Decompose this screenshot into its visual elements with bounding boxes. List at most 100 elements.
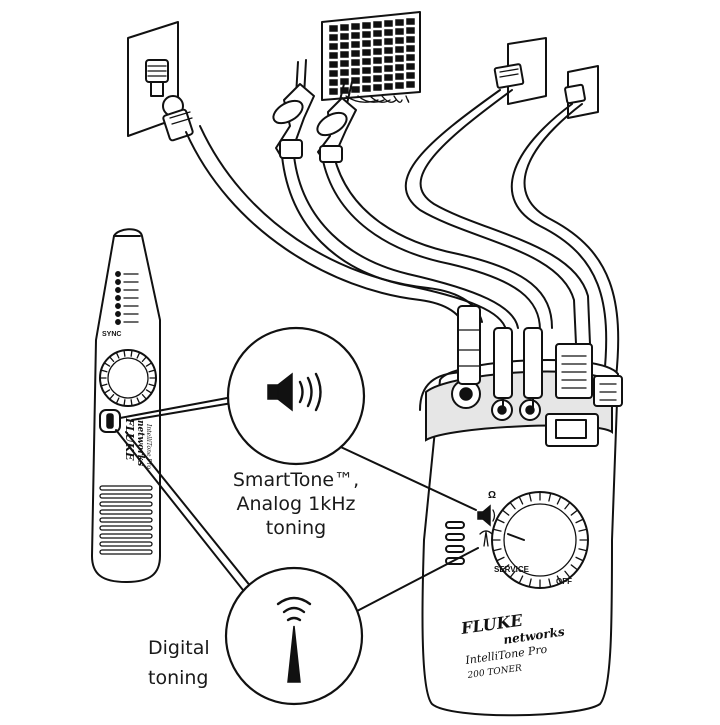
punch-block-cell [406, 72, 415, 79]
punch-block-cell [395, 37, 404, 44]
wheel-tick [145, 362, 152, 367]
toner-vents [445, 521, 465, 565]
punch-block-cell [340, 42, 349, 49]
coax-wall-plate [127, 21, 194, 142]
wheel-tick [123, 399, 126, 406]
dial-tick [556, 497, 562, 505]
probe-led [115, 295, 121, 301]
punch-block-cell [406, 54, 415, 61]
rj11-cable [510, 103, 620, 379]
banana-plug [493, 327, 513, 399]
wall-jack-icon [493, 37, 547, 105]
punch-block-cell [384, 56, 393, 63]
punch-block-cell [340, 87, 349, 94]
punch-block-cell [362, 76, 371, 83]
punch-block-cell [384, 74, 393, 81]
punch-block-icon [321, 11, 421, 103]
probe-brand: FLUKE [123, 417, 136, 461]
digital-callout-line2: toning [148, 667, 209, 689]
dial-tick [575, 556, 583, 562]
probe-model: IntelliTone Pro [145, 423, 152, 469]
probe-led [115, 279, 121, 285]
punch-block-cell [351, 86, 360, 93]
punch-block-cell [395, 64, 404, 71]
punch-block-cell [340, 33, 349, 40]
punch-block-cell [406, 36, 415, 43]
wheel-tick [101, 369, 108, 373]
banana-plug [523, 327, 543, 399]
headphone-label: Ω [488, 490, 496, 501]
punch-block-cell [406, 63, 415, 70]
probe-device: SYNC FLUKE networks IntelliTone Pro [91, 228, 161, 583]
dial-tick [518, 497, 524, 505]
dial-tick [493, 528, 502, 532]
dial-tick [502, 564, 510, 570]
punch-block-cell [395, 28, 404, 35]
punch-block-cell [362, 58, 371, 65]
punch-block-cell [384, 83, 393, 90]
punch-block-cell [406, 45, 415, 52]
service-label: SERVICE [494, 565, 530, 574]
wheel-tick [116, 397, 120, 404]
probe-grip-slot [99, 493, 153, 499]
dial-tick [578, 548, 587, 552]
probe-grip-slot [99, 525, 153, 531]
probe-led [115, 311, 121, 317]
clip-lead-1 [281, 155, 519, 331]
punch-block-cell [329, 88, 338, 95]
punch-block-cell [373, 75, 382, 82]
digital-tone-callout [224, 566, 364, 706]
punch-block-cell [384, 47, 393, 54]
punch-block-cell [329, 52, 338, 59]
punch-block-cell [362, 85, 371, 92]
punch-block-wire [405, 95, 410, 103]
wheel-tick [101, 383, 108, 387]
alligator-clip-icon [272, 59, 315, 159]
punch-block-cell [340, 51, 349, 58]
punch-block-cell [362, 67, 371, 74]
punch-block-cell [351, 23, 360, 30]
toner-mode-dial [491, 491, 589, 589]
toner-device: Ω SERVICE OFF FLUKE networks IntelliTone… [419, 305, 623, 717]
punch-block-cell [395, 82, 404, 89]
punch-block-cell [395, 55, 404, 62]
dial-tick [548, 493, 552, 502]
dial-tick [502, 510, 510, 516]
punch-block-cell [384, 20, 393, 27]
punch-block-wire [393, 95, 403, 103]
rj45-cable [404, 89, 591, 345]
dial-tick [518, 575, 524, 583]
wheel-tick [145, 389, 152, 394]
punch-block-cell [351, 50, 360, 57]
punch-block-wire [381, 95, 397, 103]
alligator-clip-icon [316, 81, 357, 163]
dial-tick [493, 548, 502, 552]
wheel-tick [104, 389, 111, 394]
probe-led [115, 287, 121, 293]
coax-connector-icon [145, 59, 194, 142]
punch-block-cell [329, 70, 338, 77]
wheel-tick [109, 356, 115, 363]
speaker-icon [267, 372, 322, 412]
punch-block-cell [329, 43, 338, 50]
wheel-tick [123, 350, 126, 357]
sync-label: SYNC [102, 331, 121, 338]
punch-block-cell [373, 48, 382, 55]
digital-tone-icon [276, 596, 312, 683]
punch-block-cell [373, 21, 382, 28]
dial-tick [564, 570, 570, 578]
punch-block-cell [406, 27, 415, 34]
punch-block-wire [369, 95, 391, 103]
punch-block-cell [329, 79, 338, 86]
dial-tick [510, 502, 516, 510]
probe-grip-slot [99, 541, 153, 547]
wheel-tick [109, 393, 115, 400]
probe-grip-slot [99, 501, 153, 507]
punch-block-cell [340, 60, 349, 67]
analog-callout-line2: Analog 1kHz [236, 493, 355, 515]
dial-tick [497, 556, 505, 562]
wheel-tick [148, 383, 155, 387]
rj11-plug-icon [593, 375, 623, 407]
punch-block-cell [329, 61, 338, 68]
dial-tick [578, 528, 587, 532]
